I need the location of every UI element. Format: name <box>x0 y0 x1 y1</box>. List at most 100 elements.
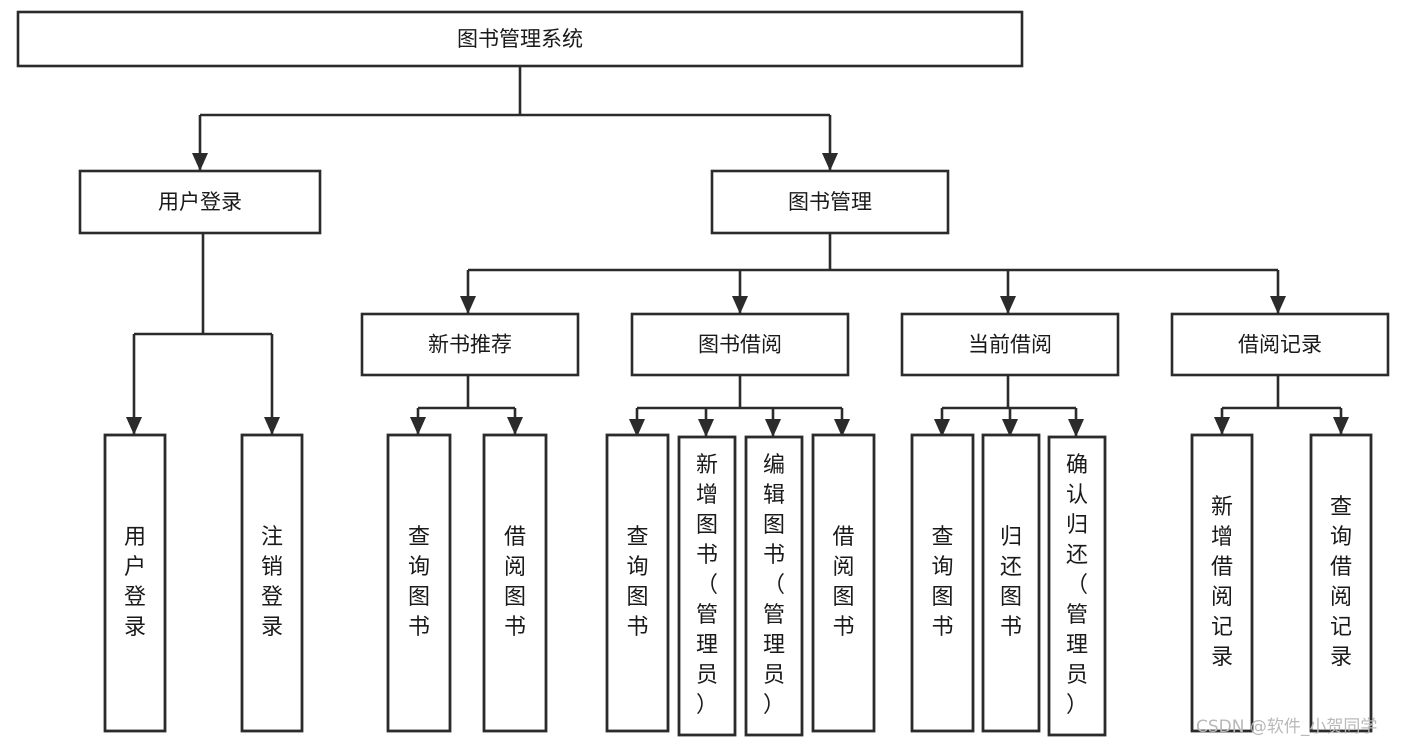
connector-layer <box>126 66 1349 437</box>
arrow-head-icon <box>507 417 523 435</box>
node-root-label: 图书管理系统 <box>457 27 583 51</box>
node-book-borrow[interactable]: 图书借阅 <box>630 312 850 377</box>
node-leaf-add-borrow-record-label-char: 新 <box>1211 495 1233 520</box>
node-leaf-borrow-book-1-box[interactable] <box>482 433 548 733</box>
node-new-book-rec-label: 新书推荐 <box>428 333 512 357</box>
node-leaf-edit-book-admin-label-char: ） <box>763 693 785 718</box>
node-book-manage[interactable]: 图书管理 <box>710 169 950 235</box>
node-book-manage-box[interactable] <box>710 169 950 235</box>
node-leaf-borrow-book-2-box[interactable] <box>811 433 876 733</box>
node-leaf-query-borrow-record-label-char: 询 <box>1330 525 1352 550</box>
node-leaf-query-book-2-label-char: 书 <box>626 615 648 640</box>
node-leaf-logout-label-char: 录 <box>261 615 283 640</box>
arrow-head-icon <box>629 419 645 437</box>
node-leaf-add-book-admin-label-char: 图 <box>696 513 718 538</box>
node-user-login[interactable]: 用户登录 <box>78 169 322 235</box>
arrow-head-icon <box>1214 417 1230 435</box>
node-user-login-box[interactable] <box>78 169 322 235</box>
node-leaf-logout-label-char: 注 <box>261 525 283 550</box>
node-leaf-edit-book-admin-label-char: 书 <box>763 543 785 568</box>
node-leaf-query-borrow-record-box[interactable] <box>1309 433 1373 733</box>
node-leaf-logout-label-char: 登 <box>261 585 283 610</box>
arrow-head-icon <box>1068 419 1084 437</box>
node-leaf-edit-book-admin-label-char: 辑 <box>763 483 785 508</box>
node-leaf-return-book-label-char: 还 <box>1000 555 1022 580</box>
node-leaf-borrow-book-1-label-char: 图 <box>504 585 526 610</box>
node-leaf-confirm-return-admin-label-char: 认 <box>1066 483 1088 508</box>
node-leaf-confirm-return-admin-label-char: 还 <box>1066 543 1088 568</box>
arrow-head-icon <box>732 296 748 314</box>
arrow-head-icon <box>934 419 950 437</box>
node-leaf-query-book-2-label-char: 查 <box>626 525 648 550</box>
node-borrow-record[interactable]: 借阅记录 <box>1170 312 1390 377</box>
node-leaf-add-book-admin-label-char: 新 <box>696 453 718 478</box>
node-leaf-user-login-label-char: 用 <box>124 525 146 550</box>
node-leaf-query-borrow-record-label-char: 记 <box>1330 615 1352 640</box>
node-new-book-rec-box[interactable] <box>360 312 580 377</box>
arrow-head-icon <box>126 417 142 435</box>
node-new-book-rec[interactable]: 新书推荐 <box>360 312 580 377</box>
node-leaf-confirm-return-admin-label-char: （ <box>1066 573 1088 598</box>
node-leaf-add-borrow-record-label-char: 增 <box>1211 525 1233 550</box>
node-leaf-return-book-box[interactable] <box>981 433 1041 733</box>
node-leaf-user-login-label-char: 登 <box>124 585 146 610</box>
arrow-head-icon <box>264 417 280 435</box>
node-borrow-record-box[interactable] <box>1170 312 1390 377</box>
node-leaf-logout-box[interactable] <box>240 433 304 733</box>
node-leaf-add-book-admin-box[interactable] <box>677 435 737 737</box>
arrow-head-icon <box>1002 419 1018 437</box>
node-leaf-user-login[interactable]: 用户登录 <box>103 433 167 733</box>
node-leaf-edit-book-admin-label-char: 理 <box>763 633 785 658</box>
node-leaf-query-borrow-record-label-char: 查 <box>1330 495 1352 520</box>
arrow-head-icon <box>1333 417 1349 435</box>
arrow-head-icon <box>1270 296 1286 314</box>
node-leaf-query-book-1-label-char: 查 <box>408 525 430 550</box>
node-current-borrow[interactable]: 当前借阅 <box>900 312 1120 377</box>
node-user-login-label: 用户登录 <box>158 190 242 214</box>
node-leaf-add-book-admin-label-char: 理 <box>696 633 718 658</box>
node-borrow-record-label: 借阅记录 <box>1238 333 1322 357</box>
node-leaf-return-book-label-char: 归 <box>1000 525 1022 550</box>
node-leaf-query-book-2-label-char: 图 <box>626 585 648 610</box>
node-leaf-edit-book-admin-label-char: 管 <box>763 603 785 628</box>
node-leaf-borrow-book-2-label-char: 借 <box>832 525 854 550</box>
node-leaf-add-borrow-record-label-char: 记 <box>1211 615 1233 640</box>
node-book-borrow-box[interactable] <box>630 312 850 377</box>
node-leaf-logout-label-char: 销 <box>261 555 283 580</box>
node-leaf-edit-book-admin-label-char: 图 <box>763 513 785 538</box>
node-leaf-query-book-1-box[interactable] <box>386 433 452 733</box>
node-leaf-edit-book-admin-label-char: （ <box>763 573 785 598</box>
node-root[interactable]: 图书管理系统 <box>16 10 1024 68</box>
node-leaf-query-book-3-box[interactable] <box>910 433 975 733</box>
csdn-watermark: CSDN @软件_小贺同学 <box>1196 717 1377 737</box>
node-leaf-query-book-2-box[interactable] <box>605 433 670 733</box>
node-root-box[interactable] <box>16 10 1024 68</box>
node-leaf-edit-book-admin-box[interactable] <box>744 435 804 737</box>
node-leaf-user-login-box[interactable] <box>103 433 167 733</box>
node-current-borrow-box[interactable] <box>900 312 1120 377</box>
node-leaf-add-book-admin-label-char: 管 <box>696 603 718 628</box>
node-leaf-add-borrow-record-box[interactable] <box>1190 433 1254 733</box>
node-leaf-borrow-book-1-label-char: 阅 <box>504 555 526 580</box>
node-leaf-user-login-label-char: 录 <box>124 615 146 640</box>
node-book-borrow-label: 图书借阅 <box>698 333 782 357</box>
node-leaf-confirm-return-admin-label-char: 员 <box>1066 663 1088 688</box>
node-leaf-add-borrow-record-label-char: 录 <box>1211 645 1233 670</box>
node-leaf-confirm-return-admin-box[interactable] <box>1047 435 1107 737</box>
node-leaf-confirm-return-admin-label-char: ） <box>1066 693 1088 718</box>
node-leaf-query-book-3-label-char: 查 <box>931 525 953 550</box>
node-leaf-borrow-book-1-label-char: 书 <box>504 615 526 640</box>
